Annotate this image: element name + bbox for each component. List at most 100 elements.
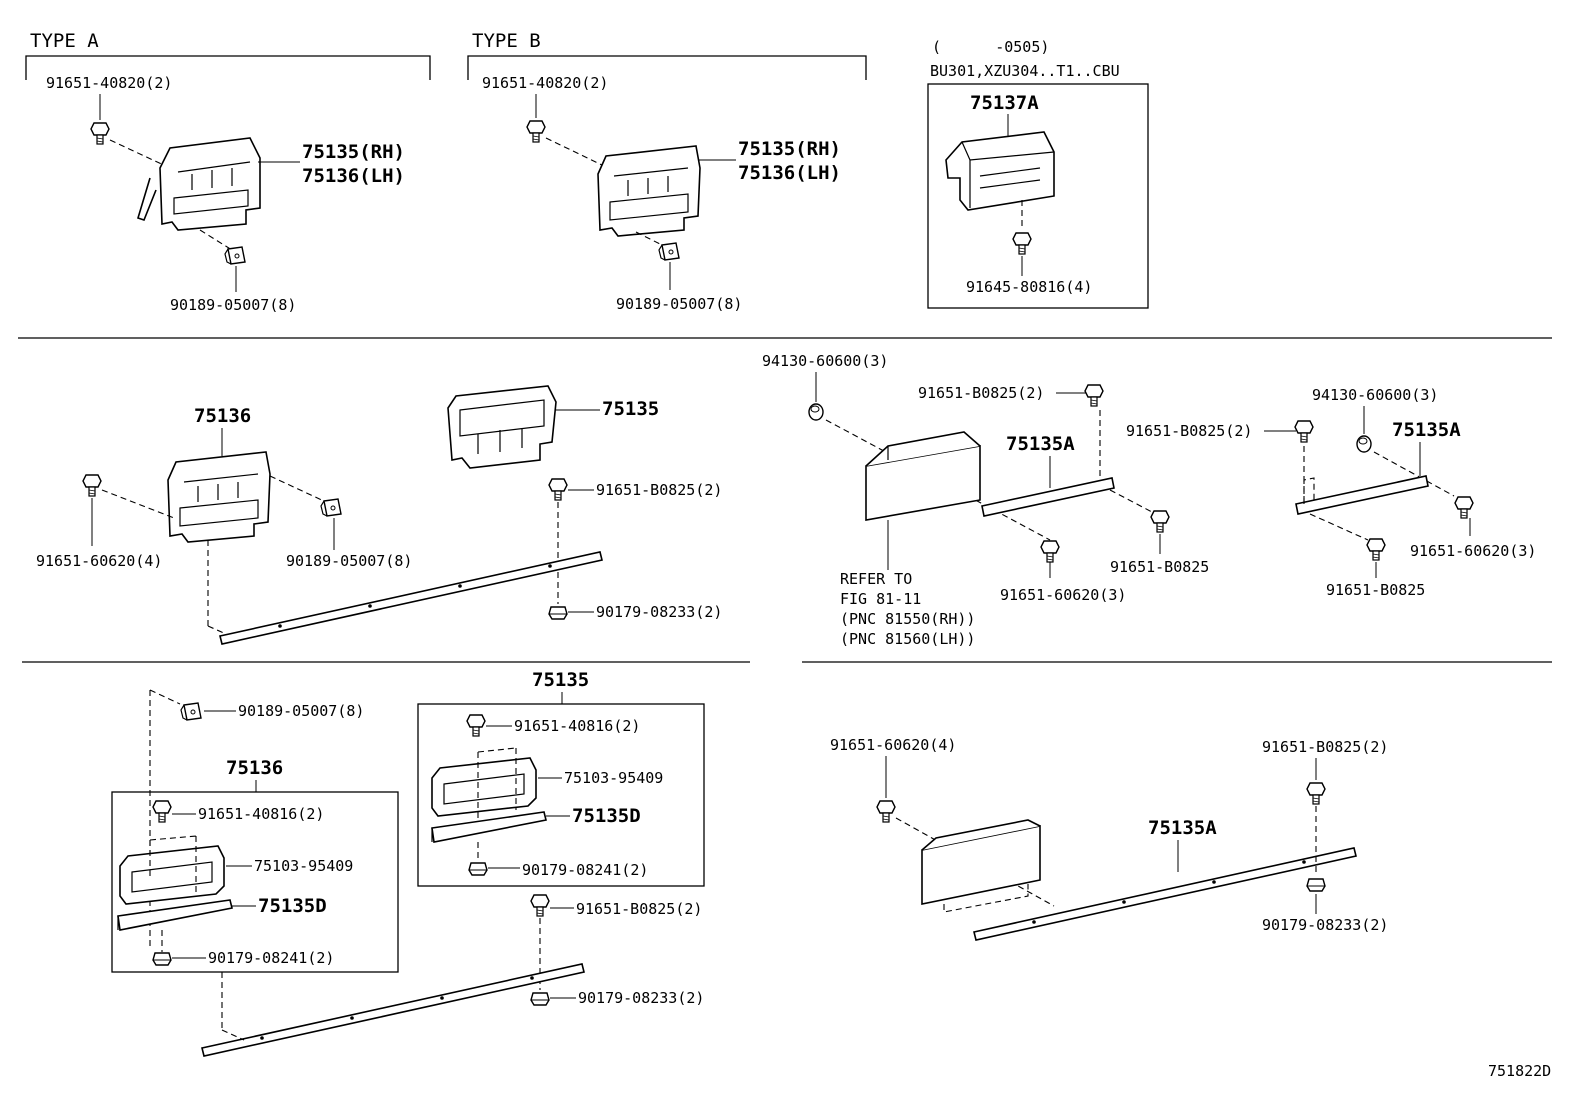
clip-icon: [180, 702, 202, 721]
dashed-line: [545, 137, 605, 167]
bottom-left-plate-a: [119, 845, 225, 905]
mid-right-part-b-label: 75135A: [1392, 419, 1461, 441]
mid-left-plate-75135: [447, 385, 557, 469]
type-a-bolt-label: 91651-40820(2): [46, 74, 172, 92]
mid-right-bolt-c-label: 91651-B0825: [1110, 558, 1209, 576]
bottom-left-bracket-a-label: 75135D: [258, 895, 327, 917]
bolt-icon: [1454, 496, 1474, 519]
dashed-line: [1373, 451, 1455, 497]
mid-right-refer-4: (PNC 81560(LH)): [840, 630, 975, 648]
clip-icon: [224, 246, 246, 265]
nut-icon: [468, 862, 488, 876]
type-b-section: TYPE B 91651-40820(2) 75135(RH) 75136(LH…: [467, 30, 867, 313]
bottom-right-part-label: 75135A: [1148, 817, 1217, 839]
type-c-models-label: BU301,XZU304..T1..CBU: [930, 62, 1120, 80]
dashed-line: [269, 475, 327, 503]
bottom-left-nut-a-label: 90179-08241(2): [208, 949, 334, 967]
bolt-icon: [1366, 538, 1386, 561]
bottom-left-plate-a-label: 75103-95409: [254, 857, 353, 875]
dashed-line: [1303, 477, 1315, 504]
type-c-section: ( -0505) BU301,XZU304..T1..CBU 75137A 91…: [927, 38, 1149, 309]
bottom-right-bolt-b-label: 91651-B0825(2): [1262, 738, 1388, 756]
mid-right-bolt-b-label: 91651-60620(3): [1000, 586, 1126, 604]
bolt-icon: [1084, 384, 1104, 407]
dashed-line: [149, 835, 197, 896]
type-b-heading: TYPE B: [472, 30, 541, 52]
mid-right-refer-1: REFER TO: [840, 570, 912, 588]
mid-left-clip-label: 90189-05007(8): [286, 552, 412, 570]
dashed-line: [221, 1029, 245, 1041]
mid-left-75135-label: 75135: [602, 398, 659, 420]
dashed-line: [149, 689, 181, 705]
bolt-icon: [82, 474, 102, 497]
bottom-left-bracket-a: [117, 899, 233, 931]
type-b-bracket-frame: [467, 55, 867, 80]
diagram-id-label: 751822D: [1488, 1062, 1551, 1080]
clip-icon: [320, 498, 342, 517]
type-c-screw-label: 91645-80816(4): [966, 278, 1092, 296]
mid-right-nut-b-label: 94130-60600(3): [1312, 386, 1438, 404]
mid-right-rail-a: [981, 477, 1115, 517]
bottom-right-lamp-unit: [921, 819, 1041, 913]
bottom-right-bolt-a-label: 91651-60620(4): [830, 736, 956, 754]
bolt-icon: [1306, 782, 1326, 805]
bottom-left-bracket-b-label: 75135D: [572, 805, 641, 827]
bottom-left-75136-box: [111, 791, 399, 973]
mid-right-rail-b: [1295, 475, 1429, 515]
clip-icon: [658, 242, 680, 261]
bolt-icon: [1294, 420, 1314, 443]
type-c-part-label: 75137A: [970, 92, 1039, 114]
type-c-box: [927, 83, 1149, 309]
mid-left-bolt-a-label: 91651-60620(4): [36, 552, 162, 570]
bottom-left-75135-label: 75135: [532, 669, 589, 691]
grommet-icon: [808, 403, 824, 421]
type-a-license-bracket: [137, 137, 261, 231]
bottom-left-bolt-a-label: 91651-40816(2): [198, 805, 324, 823]
grommet-icon: [1356, 435, 1372, 453]
dashed-line: [1309, 513, 1369, 541]
bolt-icon: [530, 894, 550, 917]
dashed-line: [199, 229, 233, 251]
type-a-lh-label: 75136(LH): [302, 165, 405, 187]
dashed-line: [635, 231, 665, 247]
bolt-icon: [876, 800, 896, 823]
bottom-left-bracket-b: [431, 811, 547, 843]
bolt-icon: [1040, 540, 1060, 563]
mid-right-bolt-a-label: 91651-B0825(2): [918, 384, 1044, 402]
dashed-line: [109, 139, 171, 169]
type-a-clip-label: 90189-05007(8): [170, 296, 296, 314]
type-b-bolt-label: 91651-40820(2): [482, 74, 608, 92]
type-c-cover-part: [945, 131, 1055, 211]
bottom-left-bolt-b-label: 91651-40816(2): [514, 717, 640, 735]
bottom-left-75135-box: [417, 703, 705, 887]
bottom-left-nut-b-label: 90179-08241(2): [522, 861, 648, 879]
bottom-left-section: 90189-05007(8) 75136 91651-40816(2) 7510…: [111, 669, 705, 1057]
mid-right-section: 94130-60600(3) 91651-B0825(2) REFER TO F…: [762, 352, 1536, 648]
type-b-rh-label: 75135(RH): [738, 138, 841, 160]
bottom-left-clip-label: 90189-05007(8): [238, 702, 364, 720]
nut-icon: [1306, 878, 1326, 892]
bottom-left-mounting-bar: [201, 963, 585, 1057]
nut-icon: [548, 606, 568, 620]
mid-right-part-a-label: 75135A: [1006, 433, 1075, 455]
mid-right-lamp-unit: [865, 431, 981, 521]
bolt-icon: [466, 714, 486, 737]
type-c-date-label: ( -0505): [932, 38, 1049, 56]
type-b-license-bracket: [597, 145, 701, 237]
dashed-line: [477, 747, 517, 820]
bolt-icon: [90, 122, 110, 145]
mid-right-bolt-e-label: 91651-60620(3): [1410, 542, 1536, 560]
type-b-clip-label: 90189-05007(8): [616, 295, 742, 313]
dashed-line: [207, 625, 227, 635]
nut-icon: [530, 992, 550, 1006]
bottom-left-bolt-c-label: 91651-B0825(2): [576, 900, 702, 918]
type-b-lh-label: 75136(LH): [738, 162, 841, 184]
bottom-left-nut-c-label: 90179-08233(2): [578, 989, 704, 1007]
mid-right-refer-2: FIG 81-11: [840, 590, 921, 608]
type-a-section: TYPE A 91651-40820(2) 75135(RH) 75136(LH…: [25, 30, 431, 314]
bolt-icon: [1150, 510, 1170, 533]
mid-left-75136-label: 75136: [194, 405, 251, 427]
bottom-right-section: 91651-60620(4) 75135A 91651-B0825(2) 901…: [830, 736, 1388, 941]
